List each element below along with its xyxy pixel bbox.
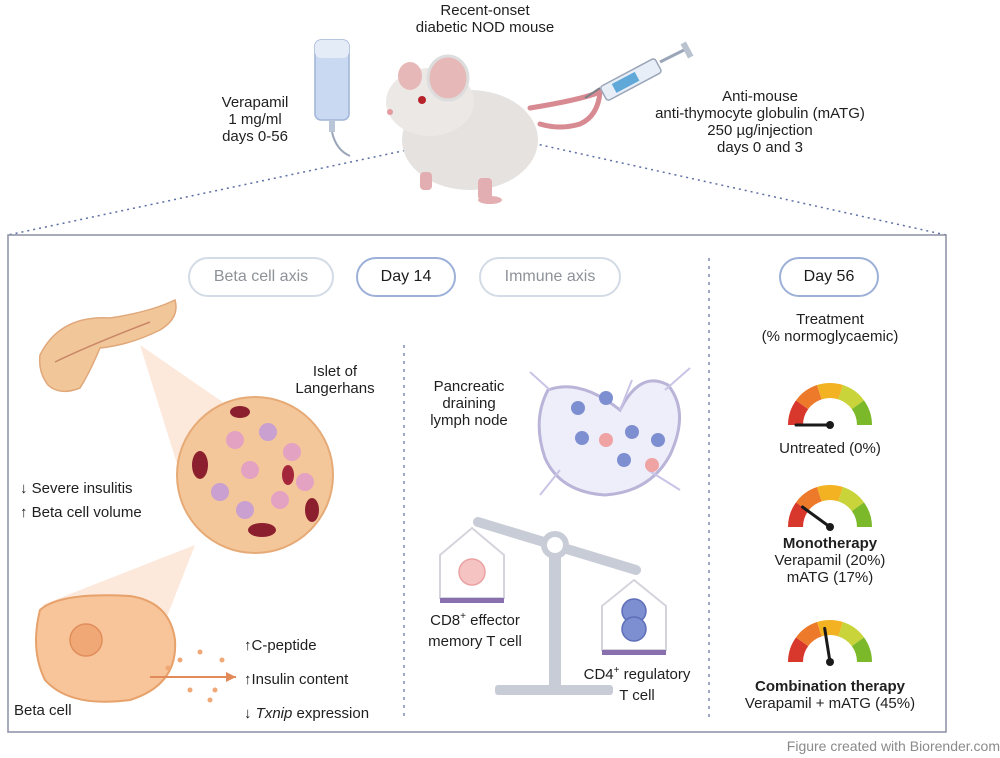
mouse-label-line-2: diabetic NOD mouse (415, 19, 555, 36)
gauge-segment (788, 400, 809, 425)
gauge-2-line-2: mATG (17%) (786, 569, 874, 586)
verapamil-line-2: 1 mg/ml (228, 111, 282, 128)
lymph-label-line-3: lymph node (430, 412, 508, 429)
gauge-segment (838, 487, 864, 512)
cd4-line-1: CD4+ regulatory (572, 662, 702, 683)
islet-effects: ↓ Severe insulitis ↑ Beta cell volume (20, 477, 142, 525)
verapamil-line-1: Verapamil (221, 94, 289, 111)
effect-beta-volume: ↑ Beta cell volume (20, 504, 142, 521)
gauge-2-title: Monotherapy (782, 535, 878, 552)
lymph-node-label: Pancreatic draining lymph node (424, 378, 514, 429)
islet-label-line-1: Islet of (312, 363, 358, 380)
matg-line-4: days 0 and 3 (717, 139, 803, 156)
effect-c-peptide: ↑C-peptide (244, 637, 317, 654)
matg-line-2: anti-thymocyte globulin (mATG) (655, 105, 865, 122)
matg-line-1: Anti-mouse (722, 88, 798, 105)
gauge-segment (796, 622, 822, 647)
cd4-line-2: T cell (619, 687, 655, 704)
syringe-icon (584, 41, 694, 101)
gauge-2-line-1: Verapamil (20%) (774, 552, 886, 569)
mouse-label: Recent-onset diabetic NOD mouse (380, 2, 590, 36)
islet-zoom-cone (140, 345, 240, 480)
txnip-gene: Txnip (255, 705, 293, 722)
cd8-prefix: CD8 (430, 612, 461, 629)
verapamil-line-3: days 0-56 (222, 128, 288, 145)
islet-icon (176, 396, 334, 554)
pancreas-icon (38, 298, 177, 393)
gauge-segment (851, 637, 872, 662)
lymph-label-line-1: Pancreatic (433, 378, 505, 395)
gauge-3-label: Combination therapy Verapamil + mATG (45… (720, 678, 940, 712)
gauge-1-label: Untreated (0%) (730, 440, 930, 457)
gauge-hub (826, 421, 834, 429)
beta-cell-effects: ↑C-peptide ↑Insulin content ↓ Txnip expr… (244, 629, 369, 731)
gauge-needle (823, 626, 832, 664)
effect-txnip: ↓ Txnip expression (244, 697, 369, 731)
gauge-3-title: Combination therapy (754, 678, 905, 695)
lymph-node-icon (529, 367, 691, 497)
effect-insulitis: ↓ Severe insulitis (20, 480, 133, 497)
cd4-prefix: CD4 (583, 666, 614, 683)
beta-cell-axis-pill: Beta cell axis (188, 257, 334, 297)
gauge-1 (788, 383, 872, 429)
beta-cell-label: Beta cell (14, 702, 72, 719)
islet-label: Islet of Langerhans (280, 363, 390, 397)
cd4-sup: + (613, 665, 620, 676)
treatment-line-2: (% normoglycaemic) (761, 328, 899, 345)
verapamil-label: Verapamil 1 mg/ml days 0-56 (200, 94, 310, 145)
cd8-sup: + (460, 611, 466, 622)
cd8-rest: effector (465, 612, 520, 629)
treatment-label: Treatment (% normoglycaemic) (730, 311, 930, 345)
txnip-arrow: ↓ (244, 705, 256, 722)
islet-label-line-2: Langerhans (295, 380, 375, 397)
cd8-line-2: memory T cell (428, 633, 522, 650)
gauge-needle (800, 505, 832, 529)
gauge-segment (851, 502, 872, 527)
immune-axis-pill: Immune axis (479, 257, 621, 297)
gauge-segment (838, 622, 864, 647)
gauge-3-line-1: Verapamil + mATG (45%) (744, 695, 916, 712)
gauge-2-label: Monotherapy Verapamil (20%) mATG (17%) (730, 535, 930, 586)
gauge-segment (796, 385, 822, 410)
water-bottle-icon (314, 39, 351, 157)
gauge-segment (788, 637, 809, 662)
zoom-line-left (7, 132, 488, 236)
balance-scale-icon (439, 517, 667, 695)
day14-pill: Day 14 (356, 257, 456, 297)
cd8-label: CD8+ effector memory T cell (410, 608, 540, 650)
mouse-label-line-1: Recent-onset (440, 2, 530, 19)
gauge-1-line-1: Untreated (0%) (779, 440, 881, 457)
matg-line-3: 250 µg/injection (707, 122, 813, 139)
zoom-line-right (486, 132, 947, 236)
gauge-segment (796, 487, 822, 512)
gauge-segment (817, 620, 843, 637)
gauge-segment (851, 400, 872, 425)
gauge-segment (817, 383, 843, 400)
gauge-group (788, 383, 872, 666)
gauge-hub (826, 658, 834, 666)
lymph-label-line-2: draining (442, 395, 496, 412)
gauge-segment (817, 485, 843, 502)
cd4-rest: regulatory (619, 666, 691, 683)
gauge-hub (826, 523, 834, 531)
txnip-rest: expression (292, 705, 370, 722)
cd8-line-1: CD8+ effector (410, 608, 540, 629)
gauge-2 (788, 485, 872, 531)
cd4-label: CD4+ regulatory T cell (572, 662, 702, 704)
footer-credit: Figure created with Biorender.com (786, 738, 1000, 754)
beta-cell-icon (35, 594, 236, 703)
matg-label: Anti-mouse anti-thymocyte globulin (mATG… (640, 88, 880, 156)
treatment-line-1: Treatment (796, 311, 864, 328)
day56-pill: Day 56 (779, 257, 879, 297)
effect-insulin: ↑Insulin content (244, 671, 349, 688)
gauge-segment (838, 385, 864, 410)
mouse-icon (386, 54, 603, 204)
gauge-3 (788, 620, 872, 666)
